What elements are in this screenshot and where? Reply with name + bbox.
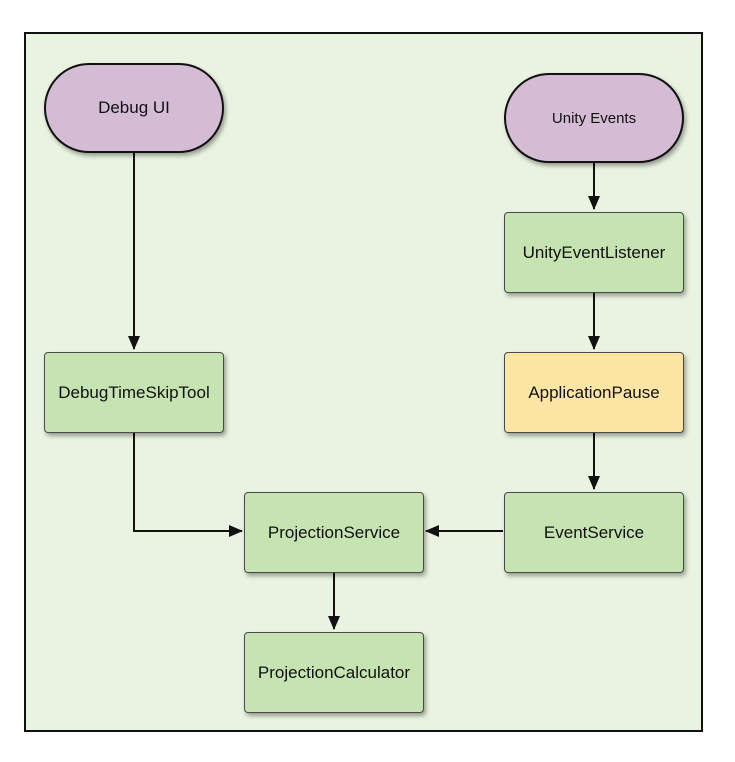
node-debug-ui: Debug UI — [44, 63, 224, 153]
node-application-pause-label: ApplicationPause — [528, 382, 660, 402]
node-debug-time-skip-tool-label: DebugTimeSkipTool — [58, 382, 210, 402]
node-application-pause: ApplicationPause — [504, 352, 684, 433]
node-debug-time-skip-tool: DebugTimeSkipTool — [44, 352, 224, 433]
node-projection-calculator: ProjectionCalculator — [244, 632, 424, 713]
node-unity-event-listener: UnityEventListener — [504, 212, 684, 293]
node-unity-events-label: Unity Events — [551, 109, 637, 127]
node-projection-calculator-label: ProjectionCalculator — [257, 662, 411, 682]
node-event-service-label: EventService — [543, 522, 645, 542]
node-unity-event-listener-label: UnityEventListener — [522, 242, 666, 262]
node-projection-service-label: ProjectionService — [267, 522, 401, 542]
edge-debug-time-skip-tool-to-projection-service — [133, 433, 243, 537]
node-unity-events: Unity Events — [504, 73, 684, 163]
node-projection-service: ProjectionService — [244, 492, 424, 573]
node-debug-ui-label: Debug UI — [98, 98, 170, 117]
node-event-service: EventService — [504, 492, 684, 573]
